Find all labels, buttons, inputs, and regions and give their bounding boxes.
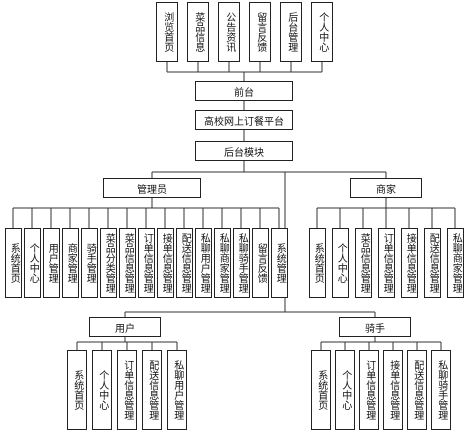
user-item-personal-center: 个人中心 bbox=[92, 350, 112, 430]
merchant-item-dish-info-management: 菜品信息管理 bbox=[355, 228, 372, 298]
admin-item-user-chat-management: 私聊用户管理 bbox=[195, 228, 212, 298]
admin-item-accept-order-management: 接单信息管理 bbox=[157, 228, 174, 298]
top-module-announcements: 公告资讯 bbox=[218, 2, 240, 62]
admin-item-feedback: 留言反馈 bbox=[252, 228, 269, 298]
top-module-personal-center: 个人中心 bbox=[311, 2, 333, 62]
top-module-browse-home: 浏览首页 bbox=[156, 2, 178, 62]
front-node: 前台 bbox=[195, 81, 293, 101]
rider-item-order-info-management: 订单信息管理 bbox=[359, 350, 379, 430]
admin-item-dish-info-management: 菜品信息管理 bbox=[119, 228, 136, 298]
role-merchant: 商家 bbox=[350, 178, 422, 198]
user-item-system-home: 系统首页 bbox=[67, 350, 87, 430]
admin-item-merchant-management: 商家管理 bbox=[62, 228, 79, 298]
merchant-item-system-home: 系统首页 bbox=[309, 228, 326, 298]
platform-node: 高校网上订餐平台 bbox=[195, 110, 293, 130]
admin-item-user-management: 用户管理 bbox=[43, 228, 60, 298]
merchant-item-order-info-management: 订单信息管理 bbox=[378, 228, 395, 298]
admin-item-rider-chat-management: 私聊骑手管理 bbox=[233, 228, 250, 298]
rider-item-delivery-info-management: 配送信息管理 bbox=[407, 350, 427, 430]
rider-item-rider-chat-management: 私聊骑手管理 bbox=[431, 350, 451, 430]
role-rider: 骑手 bbox=[339, 317, 411, 337]
top-module-backend-admin: 后台管理 bbox=[280, 2, 302, 62]
top-module-feedback: 留言反馈 bbox=[249, 2, 271, 62]
rider-item-accept-order-management: 接单信息管理 bbox=[383, 350, 403, 430]
admin-item-merchant-chat-management: 私聊商家管理 bbox=[214, 228, 231, 298]
rider-item-personal-center: 个人中心 bbox=[335, 350, 355, 430]
rider-item-system-home: 系统首页 bbox=[311, 350, 331, 430]
admin-item-system-management: 系统管理 bbox=[271, 228, 288, 298]
merchant-item-accept-order-management: 接单信息管理 bbox=[401, 228, 418, 298]
user-item-order-info-management: 订单信息管理 bbox=[117, 350, 137, 430]
user-item-user-chat-management: 私聊用户管理 bbox=[167, 350, 187, 430]
admin-item-personal-center: 个人中心 bbox=[24, 228, 41, 298]
merchant-item-personal-center: 个人中心 bbox=[332, 228, 349, 298]
role-admin: 管理员 bbox=[103, 178, 201, 198]
role-user: 用户 bbox=[89, 317, 161, 337]
top-module-dish-info: 菜品信息 bbox=[187, 2, 209, 62]
merchant-item-merchant-chat-management: 私聊商家管理 bbox=[447, 228, 464, 298]
user-item-delivery-info-management: 配送信息管理 bbox=[142, 350, 162, 430]
merchant-item-delivery-info-management: 配送信息管理 bbox=[424, 228, 441, 298]
admin-item-order-info-management: 订单信息管理 bbox=[138, 228, 155, 298]
admin-item-rider-management: 骑手管理 bbox=[81, 228, 98, 298]
admin-item-delivery-info-management: 配送信息管理 bbox=[176, 228, 193, 298]
backend-node: 后台模块 bbox=[195, 141, 293, 161]
admin-item-dish-category-management: 菜品分类管理 bbox=[100, 228, 117, 298]
admin-item-system-home: 系统首页 bbox=[5, 228, 22, 298]
